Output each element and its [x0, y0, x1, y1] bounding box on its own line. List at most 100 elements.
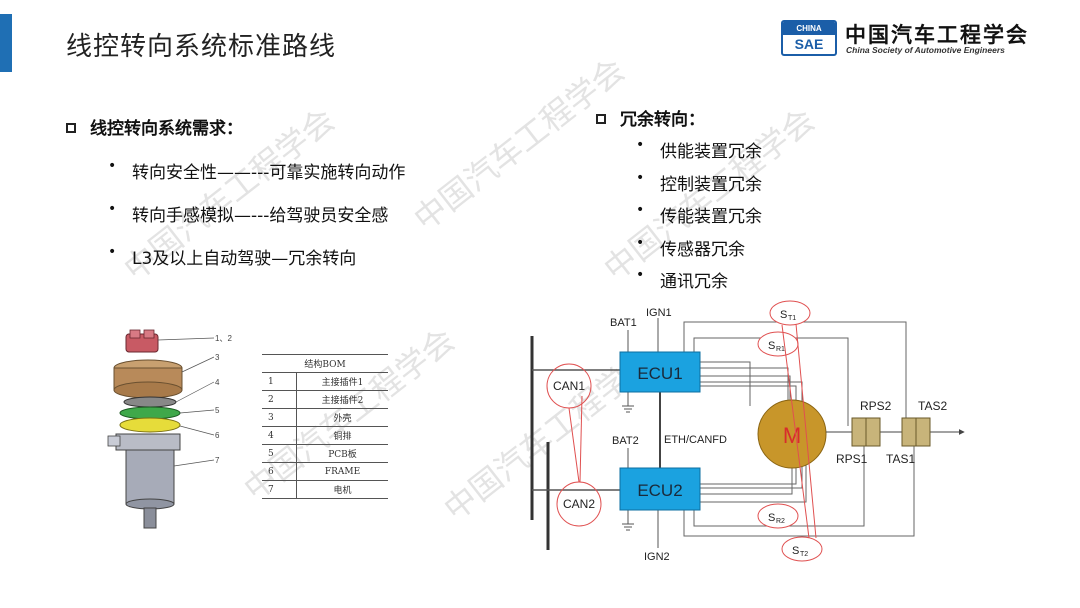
logo-emblem: CHINA SAE	[781, 20, 837, 56]
list-item: • 控制装置冗余	[636, 170, 762, 203]
signal-s: S	[768, 512, 775, 524]
tas2-label: TAS2	[918, 399, 947, 413]
bom-name: 铜排	[296, 426, 388, 445]
list-item-text: 控制装置冗余	[660, 174, 762, 195]
tas1-label: TAS1	[886, 452, 915, 466]
logo-emblem-bottom: SAE	[794, 36, 824, 52]
list-item: • 转向安全性——---可靠实施转向动作	[108, 158, 406, 201]
watermark: 中国汽车工程学会	[406, 50, 632, 239]
rps1-label: RPS1	[836, 452, 868, 466]
connector-pin	[129, 329, 141, 339]
requirements-heading-text: 线控转向系统需求：	[90, 119, 243, 139]
bullet-icon: •	[108, 201, 117, 217]
callout-label: 5	[215, 406, 220, 415]
bom-name: 外壳	[296, 408, 388, 427]
signal-s: S	[792, 545, 799, 557]
st1-marker: S T1	[769, 300, 811, 326]
signal-s: S	[780, 309, 787, 321]
leader-line	[173, 459, 215, 467]
rps-sensor	[851, 417, 881, 447]
bom-no: 2	[262, 390, 297, 409]
bom-no: 3	[262, 408, 297, 427]
ign2-label: IGN2	[644, 551, 670, 563]
list-item: • 通讯冗余	[636, 267, 762, 292]
sr2-marker: S R2	[757, 503, 799, 529]
china-sae-logo: CHINA SAE 中国汽车工程学会 China Society of Auto…	[781, 20, 1051, 60]
ecu2-block	[619, 467, 701, 511]
housing-bottom	[113, 381, 183, 399]
bullet-icon: •	[108, 158, 117, 174]
list-item-text: 通讯冗余	[660, 272, 728, 292]
signal-subscript: R2	[776, 518, 785, 525]
ground-icon	[622, 392, 634, 413]
callout-label: 3	[215, 353, 220, 362]
redundancy-architecture-diagram: BAT1 IGN1 BAT2 IGN2 ETH/CANFD ECU1 ECU2 …	[530, 300, 965, 563]
callout-label: 1、2	[215, 334, 232, 343]
bullet-icon: •	[636, 202, 645, 218]
frame-part	[119, 417, 181, 433]
ecu2-label: ECU2	[637, 481, 682, 500]
can2-label: CAN2	[563, 497, 595, 511]
bullet-icon: •	[636, 169, 645, 186]
busbar-part	[123, 396, 177, 408]
bullet-icon: •	[636, 137, 645, 153]
leader-line	[175, 381, 215, 403]
list-item-text: 转向手感模拟—---给驾驶员安全感	[132, 206, 389, 226]
bom-no: 6	[262, 462, 297, 481]
motor-shaft	[143, 507, 157, 529]
bullet-icon: •	[636, 234, 645, 251]
can-redundancy-mark	[568, 407, 580, 483]
ground-icon	[622, 510, 634, 531]
bom-no: 7	[262, 480, 297, 499]
bom-title: 结构BOM	[262, 354, 388, 373]
list-item: • 转向手感模拟—---给驾驶员安全感	[108, 201, 405, 244]
sensor-redundancy-mark	[795, 323, 817, 539]
sensor-redundancy-mark	[781, 324, 810, 539]
tas-sensor	[901, 417, 931, 447]
bom-name: PCB板	[296, 444, 388, 463]
logo-emblem-top: CHINA	[783, 22, 835, 35]
requirements-heading: 线控转向系统需求：	[66, 114, 243, 139]
requirements-list: • 转向安全性——---可靠实施转向动作 • 转向手感模拟—---给驾驶员安全感 •…	[108, 158, 406, 269]
actuator-exploded-view: 1、2 3 4 5 6 7	[107, 329, 232, 529]
bom-name: 主接插件2	[296, 390, 388, 409]
motor-label: M	[783, 423, 801, 448]
logo-name-en: China Society of Automotive Engineers	[846, 45, 1005, 55]
list-item: •供能装置冗余	[636, 137, 762, 170]
callout-label: 4	[215, 378, 220, 387]
bom-no: 5	[262, 444, 297, 463]
list-item: •L3及以上自动驾驶—冗余转向	[108, 244, 405, 269]
logo-name-cn: 中国汽车工程学会	[845, 23, 1029, 47]
can1-label: CAN1	[553, 379, 585, 393]
bullet-icon: •	[636, 267, 645, 283]
signal-s: S	[768, 340, 775, 352]
bat1-label: BAT1	[610, 317, 637, 329]
connector-pin	[143, 329, 155, 339]
bat2-label: BAT2	[612, 435, 639, 447]
bom-no: 1	[262, 372, 297, 391]
table-header-row: 结构BOM	[262, 354, 388, 373]
motor-lug	[107, 435, 121, 447]
list-item-text: 传感器冗余	[660, 239, 745, 260]
leader-line	[181, 356, 215, 373]
checkbox-square-icon	[66, 123, 76, 133]
list-item-text: 转向安全性——---可靠实施转向动作	[132, 163, 406, 183]
ecu1-block	[619, 351, 701, 393]
accent-bar	[0, 14, 12, 72]
signal-subscript: R1	[776, 346, 785, 353]
ign1-label: IGN1	[646, 307, 672, 319]
leader-line	[179, 425, 215, 436]
ecu1-label: ECU1	[637, 364, 682, 383]
bom-name: 电机	[296, 480, 388, 499]
callout-label: 7	[215, 456, 220, 465]
bom-no: 4	[262, 426, 297, 445]
sr1-marker: S R1	[757, 331, 799, 357]
bom-name: FRAME	[296, 462, 388, 481]
